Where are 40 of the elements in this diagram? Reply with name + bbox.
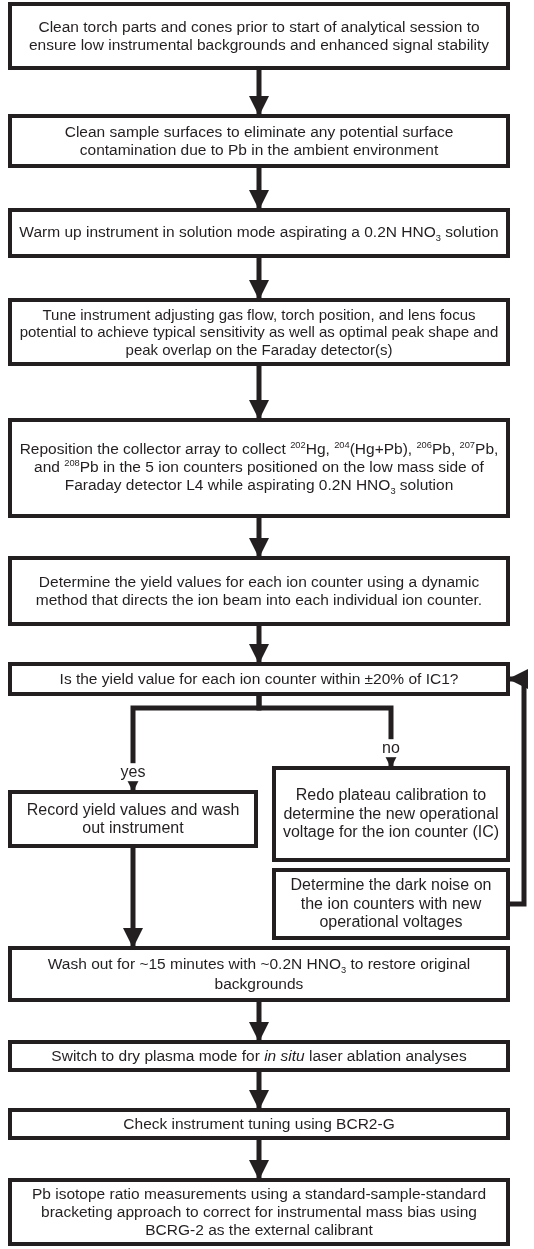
process-box bbox=[8, 1178, 510, 1246]
arrow bbox=[249, 258, 269, 300]
box-text: Check instrument tuning using BCR2-G bbox=[123, 1115, 395, 1133]
process-box bbox=[272, 766, 510, 862]
box-text: Reposition the collector array to collect $^{202}$Hg, $^{204}$(Hg+Pb), $^{206}$Pb, $^{207}$Pb, and $^{208}$Pb in the 5 ion counters positioned on the low mass side of Faraday detector L4 while aspirating 0.2N HNO$_{3}$ solution bbox=[18, 439, 500, 497]
box-text: Wash out for ~15 minutes with ~0.2N HNO$_{3}$ to restore original backgrounds bbox=[46, 954, 472, 994]
process-box bbox=[8, 556, 510, 626]
arrow bbox=[249, 366, 269, 420]
box-text: Redo plateau calibration to determine the new operational voltage for the ion counter (IC) bbox=[281, 786, 501, 842]
box-text: Clean torch parts and cones prior to start of analytical session to ensure low instrumental backgrounds and enhanced signal stability bbox=[27, 18, 491, 54]
box-text: Determine the yield values for each ion counter using a dynamic method that directs the ion beam into each individual ion counter. bbox=[34, 573, 484, 609]
arrow bbox=[249, 626, 269, 664]
box-text: Determine the dark noise on the ion counters with new operational voltages bbox=[289, 876, 493, 932]
process-box bbox=[8, 1108, 510, 1140]
process-box bbox=[272, 868, 510, 940]
arrow bbox=[123, 848, 143, 948]
process-box bbox=[8, 2, 510, 70]
process-box bbox=[8, 418, 510, 518]
box-text: Clean sample surfaces to eliminate any potential surface contamination due to Pb in the ambient environment bbox=[63, 123, 455, 159]
box-text: Record yield values and wash out instrument bbox=[25, 800, 241, 838]
process-box bbox=[8, 208, 510, 258]
arrow bbox=[249, 168, 269, 210]
process-box bbox=[8, 298, 510, 366]
process-box bbox=[8, 114, 510, 168]
process-box bbox=[8, 946, 510, 1002]
box-text: Pb isotope ratio measurements using a standard-sample-standard bracketing approach to correct for instrumental mass bias using BCRG-2 as the external calibrant bbox=[30, 1185, 488, 1239]
arrow bbox=[249, 518, 269, 558]
box-text: Is the yield value for each ion counter within ±20% of IC1? bbox=[59, 670, 459, 688]
arrow bbox=[249, 1140, 269, 1180]
edge-label: yes bbox=[118, 763, 148, 781]
box-text: Warm up instrument in solution mode aspirating a 0.2N HNO$_{3}$ solution bbox=[19, 222, 499, 244]
process-box bbox=[8, 790, 258, 848]
process-box bbox=[8, 1040, 510, 1072]
arrow bbox=[249, 1072, 269, 1110]
decision-box bbox=[8, 662, 510, 696]
box-text: Tune instrument adjusting gas flow, torch position, and lens focus potential to achieve typical sensitivity as well as optimal peak shape and peak overlap on the Faraday detector(s) bbox=[18, 306, 500, 358]
edge-label: no bbox=[380, 739, 402, 757]
box-text: Switch to dry plasma mode for in situ laser ablation analyses bbox=[51, 1047, 467, 1065]
arrow bbox=[249, 70, 269, 116]
arrow bbox=[249, 1002, 269, 1042]
